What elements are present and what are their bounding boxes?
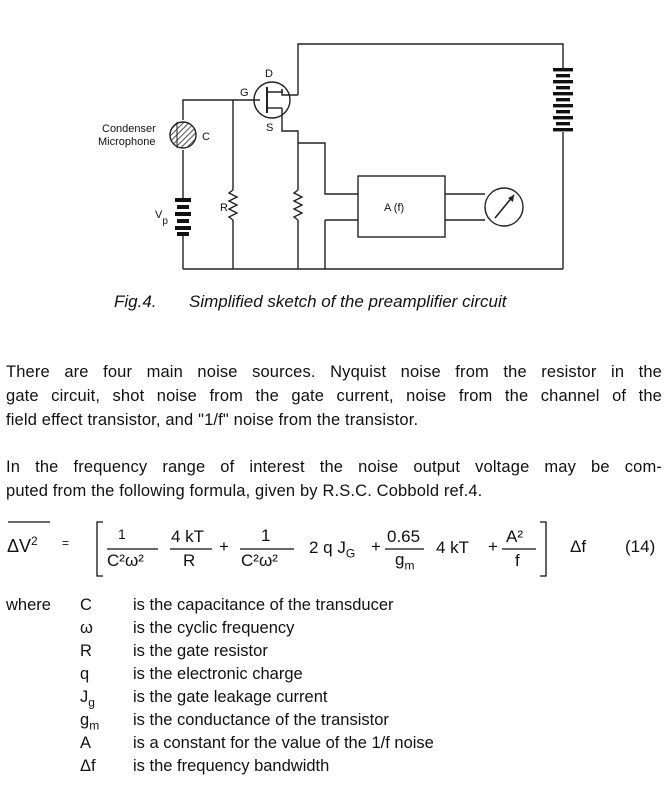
supply-battery-icon: [553, 68, 573, 132]
eq-plus-1: +: [219, 537, 229, 556]
paragraph-noise-sources: There are four main noise sources. Nyqui…: [6, 360, 662, 432]
condenser-label: Condenser: [102, 123, 156, 135]
wire-drain-top: [297, 43, 564, 95]
microphone-label: Microphone: [98, 136, 155, 148]
definition-symbol: Jg: [80, 688, 95, 710]
eq-f: f: [515, 551, 520, 570]
eq-4kt-b: 4 kT: [436, 538, 470, 557]
eq-plus-2: +: [371, 537, 381, 556]
eq-2qjg: 2 q JG: [309, 538, 356, 561]
definition-text: is the electronic charge: [133, 665, 303, 683]
definition-row: Δf is the frequency bandwidth: [0, 757, 670, 780]
source-label: S: [266, 122, 273, 134]
figure-caption-text: Simplified sketch of the preamplifier ci…: [189, 292, 507, 311]
vp-label: Vp: [155, 209, 168, 227]
eq-delta-f: Δf: [570, 537, 587, 556]
eq-c2w2-b: C²ω²: [241, 551, 278, 570]
definition-row: q is the electronic charge: [0, 665, 670, 688]
paragraph-line: field effect transistor, and "1/f" noise…: [6, 411, 419, 429]
fet-transistor-icon: [253, 81, 291, 119]
definition-symbol: R: [80, 642, 92, 660]
paragraph-line: There are four main noise sources. Nyqui…: [6, 363, 662, 381]
definition-text: is the gate leakage current: [133, 688, 328, 706]
definition-symbol: q: [80, 665, 90, 683]
definition-text: is the conductance of the transistor: [133, 711, 389, 729]
definition-text: is a constant for the value of the 1/f n…: [133, 734, 434, 752]
definition-symbol: gm: [80, 711, 100, 733]
eq-number: (14): [625, 537, 656, 556]
paragraph-line: In the frequency range of interest the n…: [6, 458, 662, 476]
eq-plus-3: +: [488, 537, 498, 556]
eq-4kt-a: 4 kT: [171, 527, 205, 546]
paragraph-line: gate circuit, shot noise from the gate c…: [6, 387, 662, 405]
circuit-diagram: Condenser Microphone C D G S R Vp A (f): [98, 43, 573, 270]
source-resistor: [292, 189, 304, 221]
eq-one-b: 1: [261, 526, 271, 545]
paragraph-line: puted from the following formula, given …: [6, 482, 483, 500]
definition-symbol: ω: [80, 619, 93, 637]
amplifier-label: A (f): [384, 202, 404, 214]
drain-label: D: [265, 68, 273, 80]
meter-icon: [484, 187, 524, 227]
definition-symbol: Δf: [80, 757, 96, 775]
definition-text: is the capacitance of the transducer: [133, 596, 394, 614]
condenser-microphone-icon: [169, 121, 197, 149]
eq-one-a: 1: [118, 526, 126, 542]
amplifier-box: [357, 175, 446, 238]
wire-gate: [182, 99, 260, 120]
definition-row: Jg is the gate leakage current: [0, 688, 670, 711]
eq-lhs: ΔV2: [7, 534, 38, 556]
eq-coef: 0.65: [387, 527, 421, 546]
eq-c2w2-a: C²ω²: [107, 551, 144, 570]
definition-row: gm is the conductance of the transistor: [0, 711, 670, 734]
eq-equals: =: [62, 536, 70, 550]
definition-text: is the frequency bandwidth: [133, 757, 330, 775]
capacitor-c-label: C: [202, 131, 210, 143]
right-bracket: [540, 521, 547, 577]
definition-symbol: A: [80, 734, 92, 752]
paragraph-formula-intro: In the frequency range of interest the n…: [6, 455, 662, 503]
eq-gm: gm: [395, 550, 415, 573]
resistor-r-label: R: [220, 202, 228, 214]
wire-source: [281, 111, 299, 190]
definition-row: ω is the cyclic frequency: [0, 619, 670, 642]
definition-symbol: C: [80, 596, 92, 614]
eq-r: R: [183, 551, 196, 570]
definition-text: is the cyclic frequency: [133, 619, 295, 637]
definition-text: is the gate resistor: [133, 642, 268, 660]
eq-a2: A²: [506, 527, 523, 546]
figure-number: Fig.4.: [114, 292, 157, 311]
left-bracket: [96, 521, 103, 577]
where-label: where: [6, 596, 51, 614]
gate-label: G: [240, 87, 249, 99]
vp-battery-icon: [175, 198, 191, 236]
equation-14: ΔV2 = 1 C²ω² 4 kT R + 1 C²ω² 2 q JG + 0.…: [0, 518, 670, 588]
gate-resistor: [227, 189, 239, 221]
